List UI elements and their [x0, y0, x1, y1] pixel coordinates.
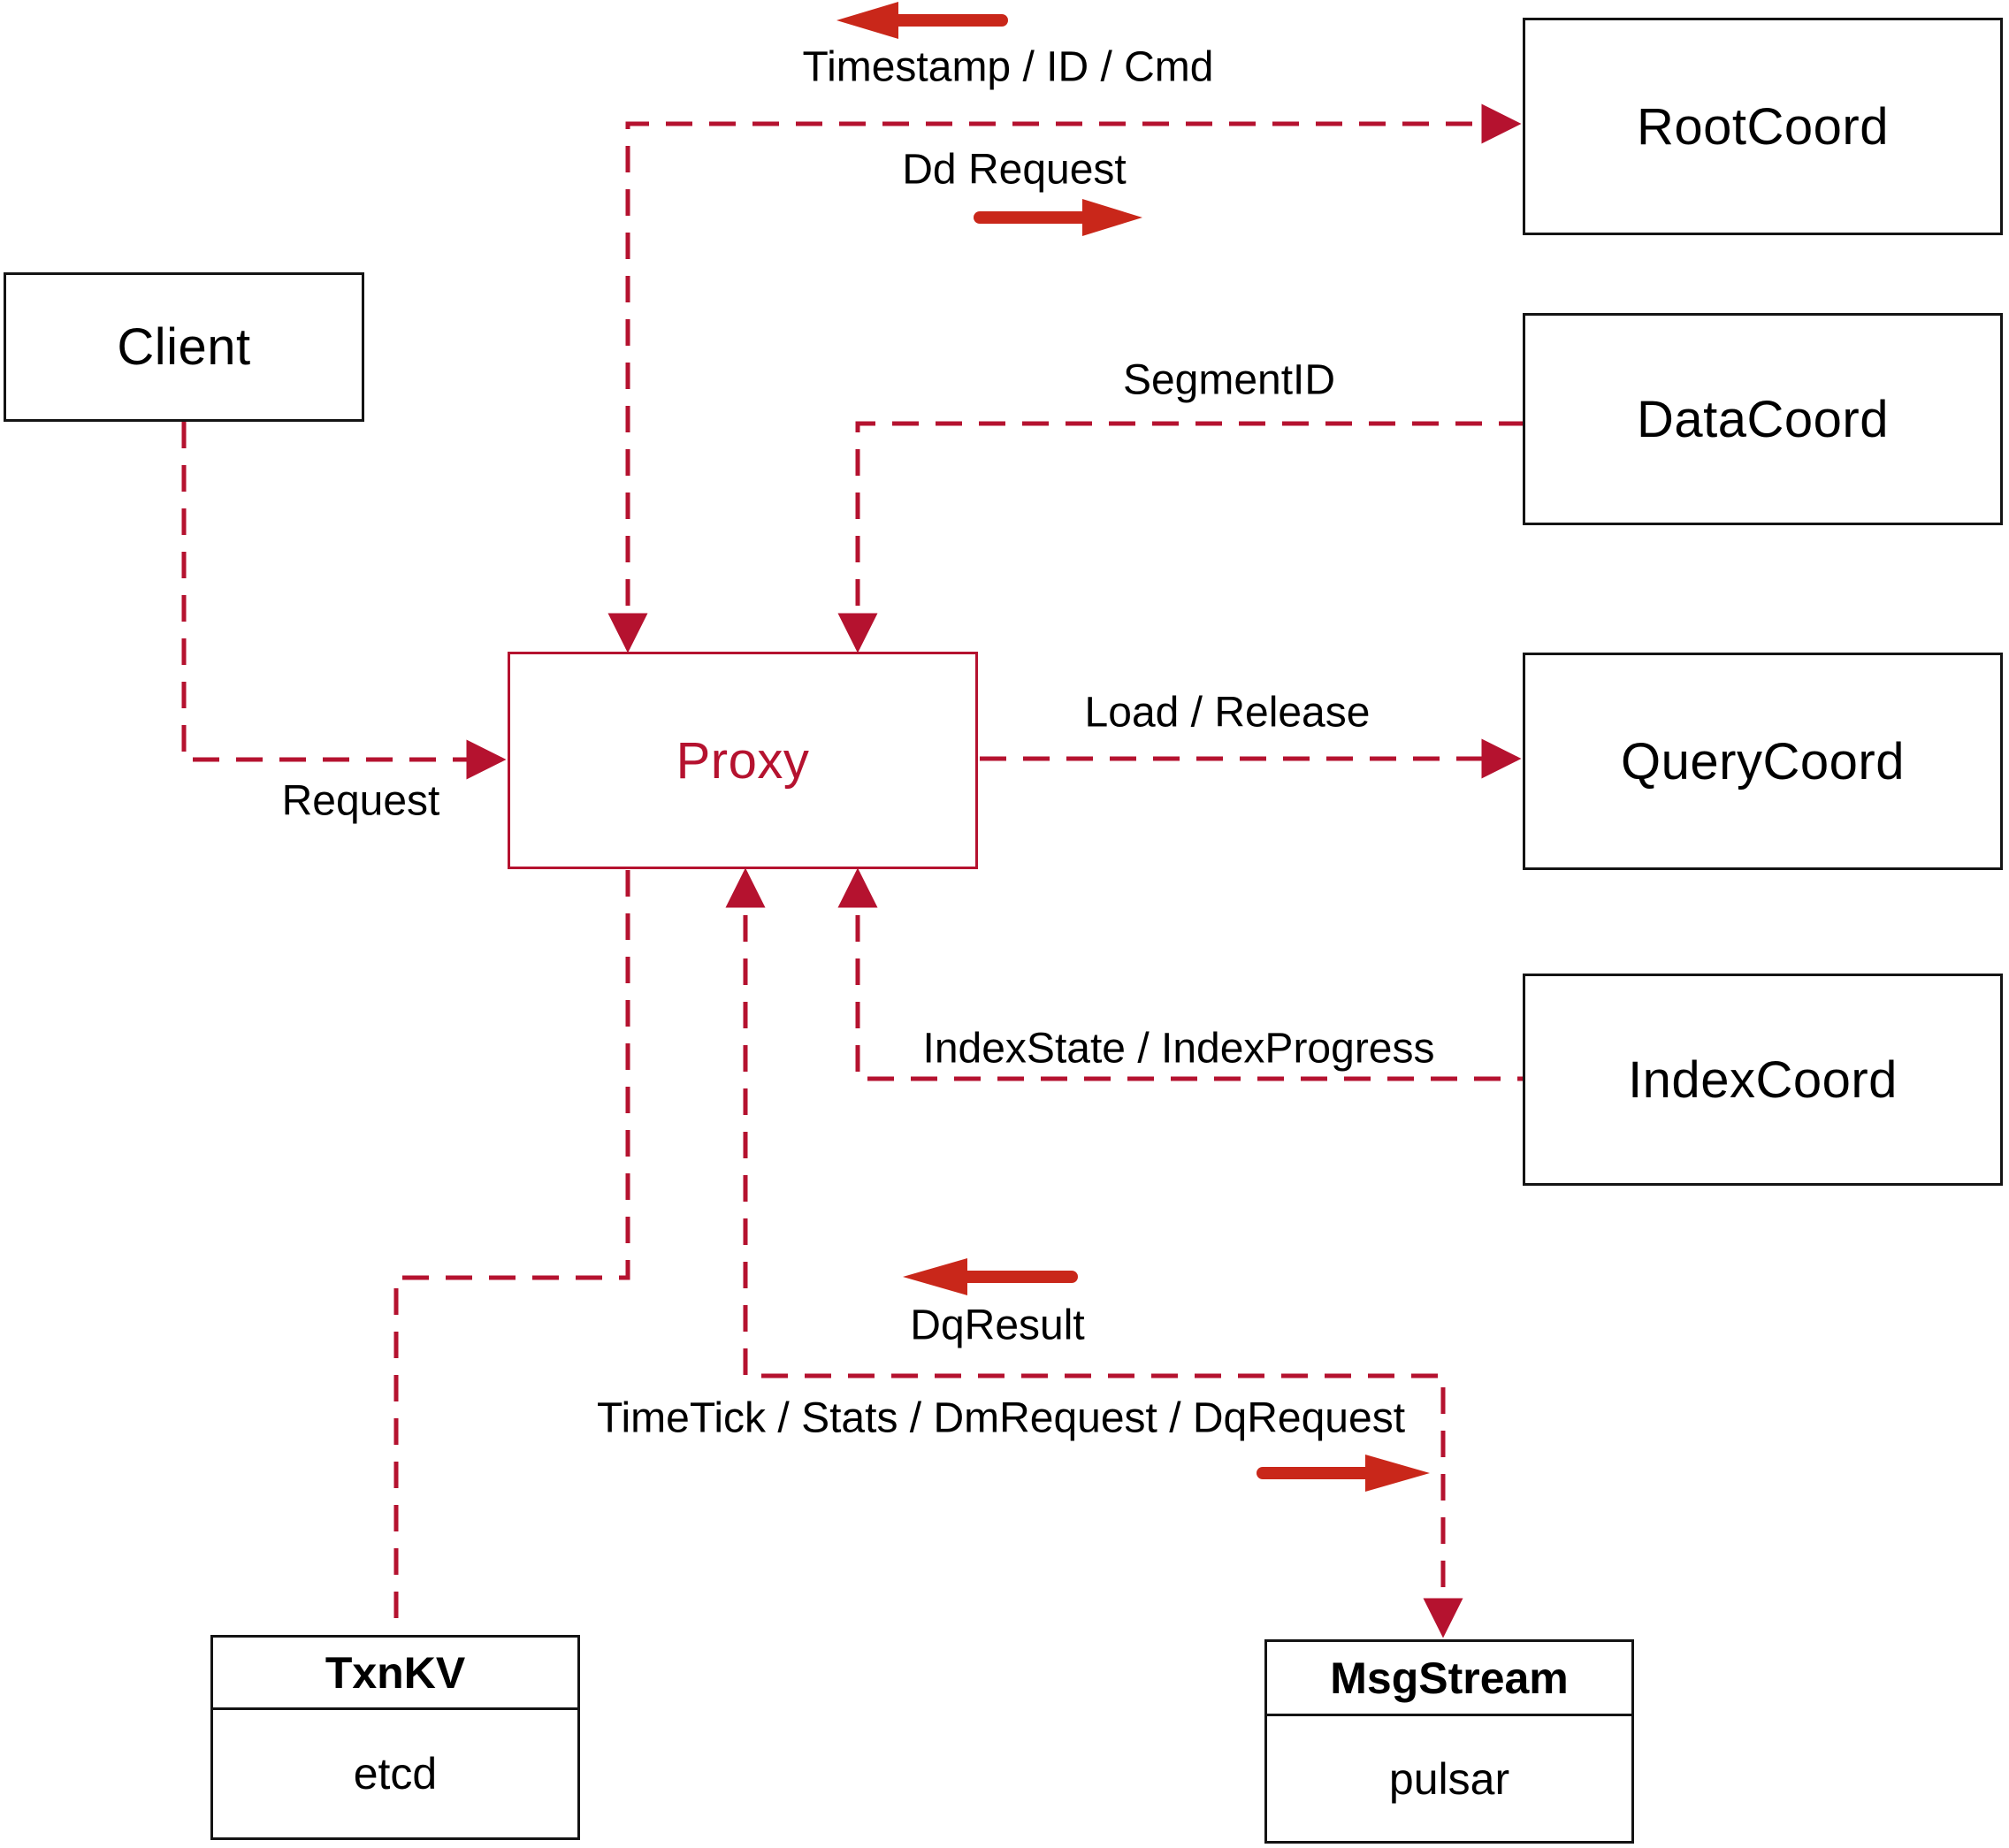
- client-label: Client: [117, 318, 251, 376]
- node-datacoord: DataCoord: [1523, 313, 2003, 525]
- edge-label-dd-request: Dd Request: [902, 146, 1127, 194]
- edge-label-segmentid: SegmentID: [1122, 356, 1336, 404]
- edge-label-timetick-stats-dmrequest-dqrequest: TimeTick / Stats / DmRequest / DqRequest: [596, 1394, 1406, 1442]
- txnkv-title: TxnKV: [213, 1638, 577, 1710]
- msgstream-title: MsgStream: [1267, 1642, 1631, 1716]
- edge-label-request: Request: [281, 777, 440, 825]
- indexcoord-label: IndexCoord: [1628, 1050, 1898, 1109]
- querycoord-label: QueryCoord: [1621, 732, 1905, 790]
- edge-proxy-msgstream: [725, 867, 1463, 1638]
- node-rootcoord: RootCoord: [1523, 18, 2003, 235]
- node-msgstream: MsgStream pulsar: [1264, 1639, 1634, 1844]
- edge-label-load-release: Load / Release: [1084, 689, 1371, 737]
- node-querycoord: QueryCoord: [1523, 653, 2003, 870]
- node-proxy: Proxy: [508, 652, 978, 869]
- rootcoord-label: RootCoord: [1637, 97, 1889, 156]
- timetick-direction-arrow-right: [1257, 1455, 1430, 1492]
- dd-request-direction-arrow-right: [974, 199, 1142, 236]
- timestamp-direction-arrow-left: [836, 2, 1008, 39]
- msgstream-impl: pulsar: [1388, 1753, 1510, 1804]
- datacoord-label: DataCoord: [1637, 390, 1889, 448]
- edge-label-indexstate-indexprogress: IndexState / IndexProgress: [922, 1025, 1435, 1073]
- node-txnkv: TxnKV etcd: [210, 1635, 580, 1840]
- edge-label-dqresult: DqResult: [910, 1302, 1085, 1349]
- proxy-label: Proxy: [676, 731, 810, 790]
- edge-proxy-txnkv: [393, 870, 630, 1633]
- txnkv-impl: etcd: [353, 1749, 438, 1798]
- edge-datacoord-proxy: [837, 421, 1523, 653]
- edge-proxy-rootcoord: [607, 103, 1522, 653]
- node-indexcoord: IndexCoord: [1523, 974, 2003, 1186]
- edge-label-timestamp-id-cmd: Timestamp / ID / Cmd: [802, 43, 1214, 91]
- node-client: Client: [4, 272, 364, 422]
- edge-client-proxy: [181, 422, 507, 780]
- dqresult-direction-arrow-left: [903, 1258, 1078, 1295]
